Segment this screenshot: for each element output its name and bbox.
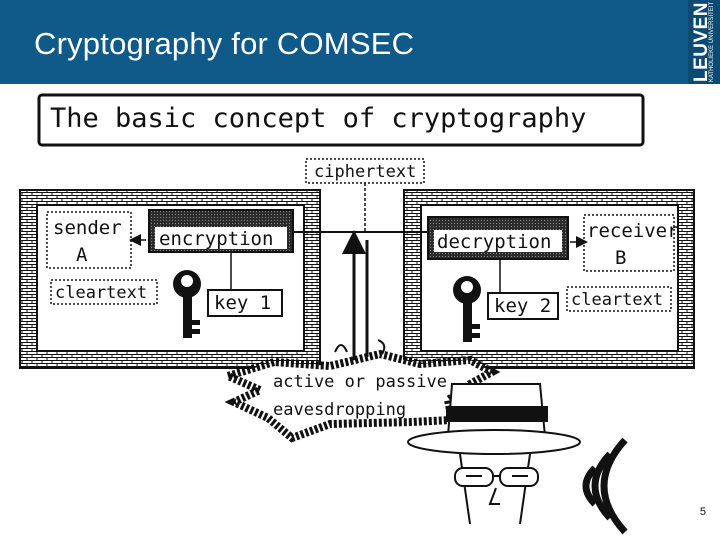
key-1-label: key 1 <box>214 292 271 314</box>
hand-icon <box>334 344 348 353</box>
diagram-title-banner: The basic concept of cryptography <box>37 93 645 147</box>
receiver-label: receiver <box>587 220 679 242</box>
eavesdropping-cloud <box>216 349 501 443</box>
university-logo: LEUVEN KATHOLIEKE UNIVERSITEIT <box>688 0 720 84</box>
sender-label: sender <box>53 217 122 239</box>
sender-id: A <box>76 244 88 266</box>
cleartext-left-label: cleartext <box>55 283 147 303</box>
slide-title: Cryptography for COMSEC <box>34 26 415 61</box>
logo-subtext: KATHOLIEKE UNIVERSITEIT <box>709 1 715 83</box>
ciphertext-label: ciphertext <box>314 162 416 182</box>
receiver-id: B <box>615 247 626 269</box>
cryptography-diagram: The basic concept of cryptography cipher… <box>19 93 695 535</box>
ear-icon <box>377 339 386 355</box>
eavesdrop-label-2: eavesdropping <box>273 400 406 420</box>
spy-icon <box>407 383 581 525</box>
page-number: 5 <box>699 506 706 518</box>
cleartext-right-label: cleartext <box>571 290 663 310</box>
encryption-label: encryption <box>159 228 273 250</box>
key-2-icon <box>453 276 481 342</box>
title-bar: Cryptography for COMSEC LEUVEN KATHOLIEK… <box>0 0 720 84</box>
key-1-icon <box>173 270 201 338</box>
signal-waves-icon <box>582 437 628 535</box>
decryption-label: decryption <box>437 231 551 253</box>
eavesdrop-label-1: active or passive <box>273 372 447 392</box>
diagram-title: The basic concept of cryptography <box>50 103 586 134</box>
key-2-label: key 2 <box>494 295 551 317</box>
